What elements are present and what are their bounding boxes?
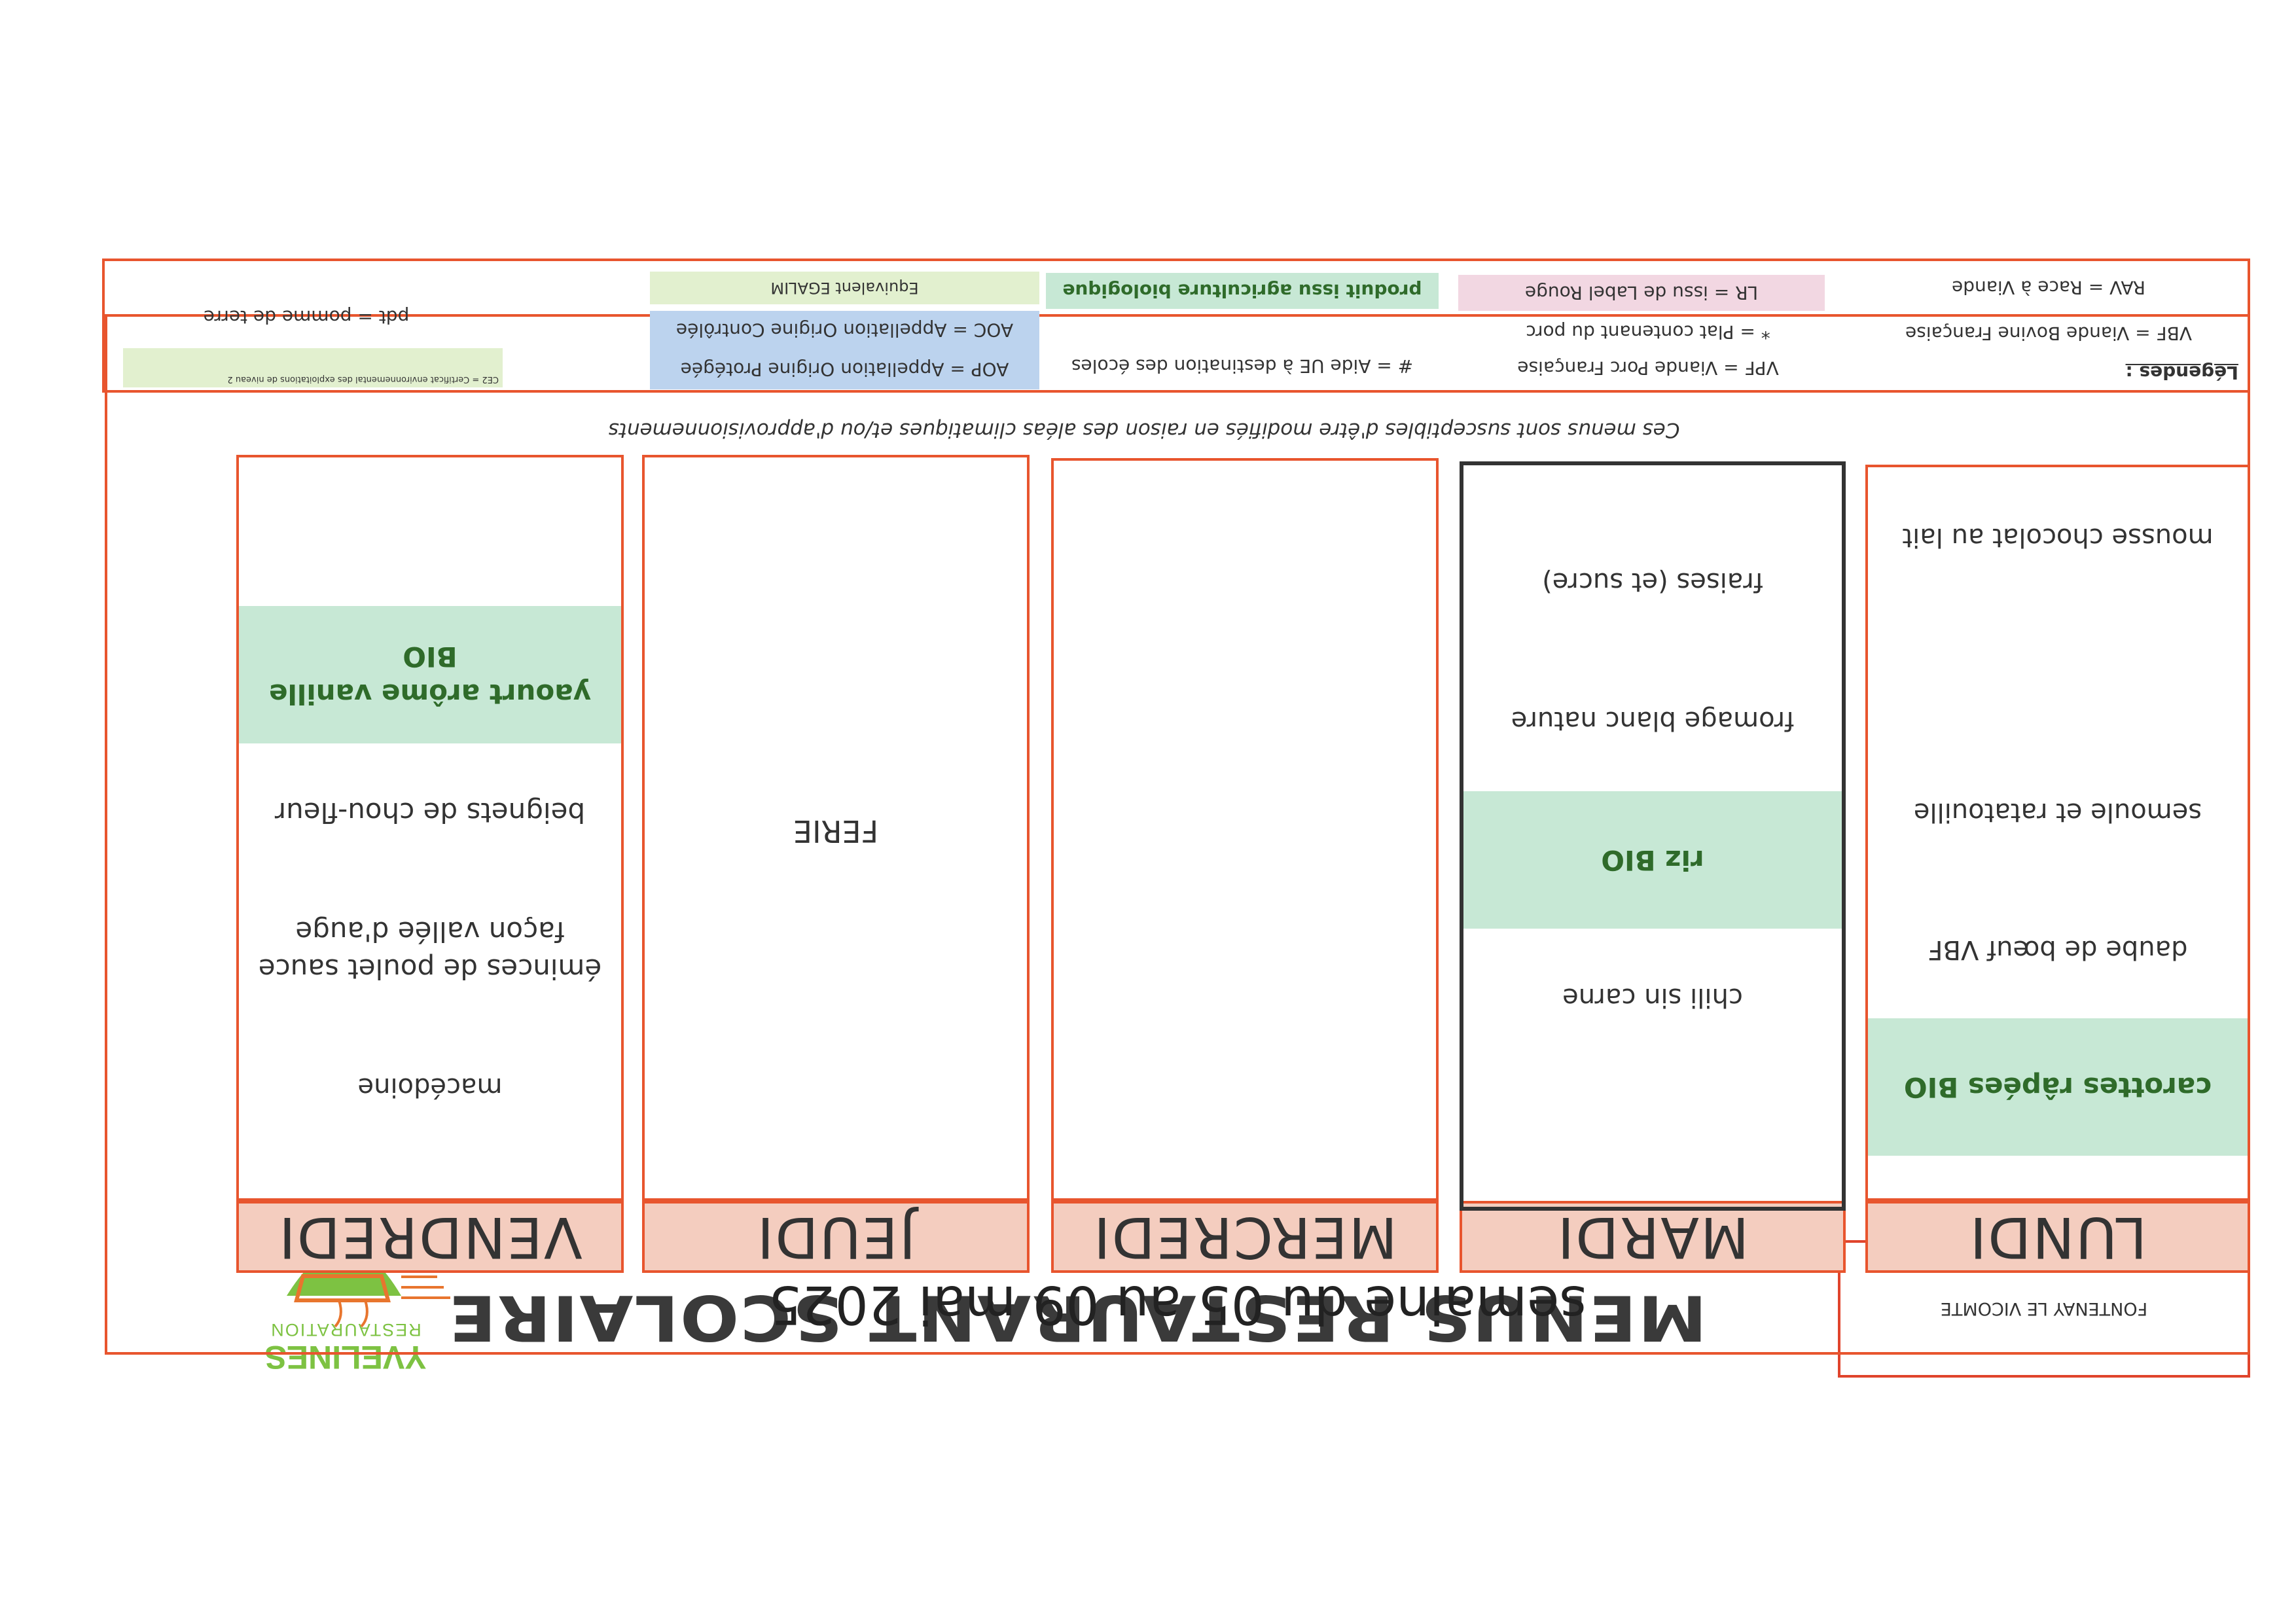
legend-bio: produit issu agriculture biologique (1046, 273, 1439, 309)
day-label: JEUDI (755, 1204, 916, 1270)
legend-vpf: VPF = Viande Porc Française (1517, 357, 1779, 379)
dish-item: carottes râpées BIO (1868, 1018, 2248, 1156)
legend-aide-ue: # = Aide UE à destination des écoles (1071, 355, 1414, 378)
day-column-mercredi (1051, 458, 1439, 1201)
dish-item: beignets de chou-fleur (274, 796, 586, 829)
dish-item: riz BIO (1463, 791, 1842, 929)
dish-item (239, 469, 621, 606)
legend-porc: * = Plat contenant du porc (1526, 321, 1770, 343)
day-label: LUNDI (1968, 1204, 2147, 1270)
legend-aop: AOP = Appellation Origine Protégée (650, 350, 1039, 389)
dish-item: fromage blanc nature (1511, 705, 1795, 736)
dish-item: FERIE (793, 813, 879, 849)
legend-pdt: pdt = pomme de terre (203, 306, 410, 329)
dish-item: fraises (et sucre) (1542, 567, 1763, 597)
day-column-mardi: chili sin carne riz BIO fromage blanc na… (1460, 461, 1846, 1211)
dish-item: yaourt arôme vanille BIO (239, 606, 621, 743)
day-header-vendredi: VENDREDI (236, 1201, 624, 1273)
day-label: VENDREDI (278, 1204, 583, 1270)
dish-item: daube de bœuf VBF (1928, 935, 2188, 965)
logo-line2: RESTAURATION (270, 1320, 422, 1340)
day-header-lundi: LUNDI (1865, 1201, 2250, 1273)
logo-line1: YVELINES (264, 1339, 426, 1376)
dish-item: mousse chocolat au lait (1902, 522, 2214, 552)
legend-egalim: Equivalent EGALIM (650, 272, 1039, 304)
dish-item: semoule et ratatouille (1913, 797, 2202, 827)
notice-text: Ces menus sont susceptibles d'être modif… (608, 418, 1680, 442)
dish-item: chili sin carne (1562, 982, 1743, 1012)
day-column-lundi: carottes râpées BIO daube de bœuf VBF se… (1865, 465, 2250, 1201)
dish-item (1463, 1066, 1842, 1207)
day-header-mercredi: MERCREDI (1051, 1201, 1439, 1273)
legend-ce2: CE2 = Certificat environnemental des exp… (123, 348, 503, 387)
day-label: MERCREDI (1092, 1204, 1397, 1270)
legend-label-rouge: LR = issu de Label Rouge (1458, 275, 1825, 311)
legend-vbf: VBF = Viande Bovine Française (1905, 323, 2193, 345)
day-label: MARDI (1556, 1204, 1749, 1270)
legend-title: Légendes : (2125, 362, 2238, 384)
day-header-jeudi: JEUDI (642, 1201, 1030, 1273)
day-column-vendredi: macédoine éminces de poulet sauce façon … (236, 455, 624, 1201)
dish-item (1868, 606, 2248, 743)
day-header-mardi: MARDI (1460, 1201, 1846, 1273)
dish-item: macédoine (357, 1072, 503, 1102)
legend-aoc: AOC = Appellation Origine Contrôlée (650, 311, 1039, 350)
legend-rav: RAV = Race à Viande (1952, 277, 2145, 299)
dish-item: éminces de poulet sauce façon vallée d'a… (258, 916, 602, 985)
day-column-jeudi: FERIE (642, 455, 1030, 1201)
week-title: semaine du 05 au 09 mai 2025 (768, 1274, 1587, 1335)
